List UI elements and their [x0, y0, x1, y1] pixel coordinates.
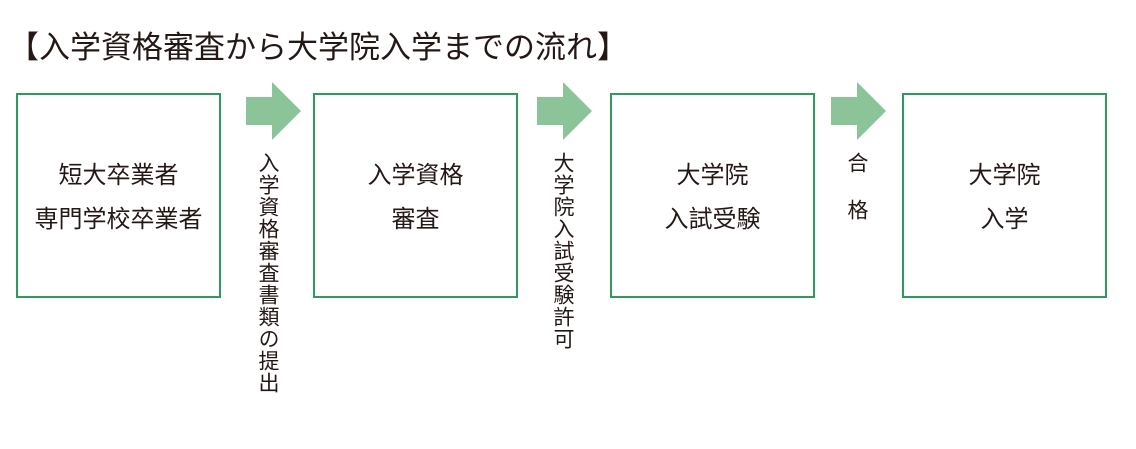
- step-box-line: 大学院: [968, 161, 1041, 189]
- transition-label-submit-documents: 入学資格審査書類の提出: [256, 152, 280, 394]
- step-box-line: 専門学校卒業者: [34, 205, 203, 233]
- transition-label-exam-permission: 大学院入試受験許可: [551, 152, 575, 350]
- right-arrow-icon: [831, 82, 886, 140]
- step-box-graduate-admission: 大学院 入学: [902, 93, 1107, 298]
- step-box-line: 入試受験: [664, 205, 761, 233]
- step-box-line: 短大卒業者: [58, 161, 179, 189]
- step-box-line: 審査: [391, 205, 440, 233]
- step-box-line: 入学資格: [367, 161, 464, 189]
- step-box-line: 入学: [980, 205, 1029, 233]
- right-arrow-icon: [246, 82, 301, 140]
- right-arrow-icon: [537, 82, 592, 140]
- step-box-graduate-entrance-exam: 大学院 入試受験: [610, 93, 815, 298]
- step-box-junior-college-graduate: 短大卒業者 専門学校卒業者: [16, 93, 221, 298]
- transition-label-pass: 合 格: [845, 152, 869, 221]
- flow-title: 【入学資格審査から大学院入学までの流れ】: [8, 30, 628, 66]
- step-box-line: 大学院: [676, 161, 749, 189]
- step-box-admission-qualification-review: 入学資格 審査: [313, 93, 518, 298]
